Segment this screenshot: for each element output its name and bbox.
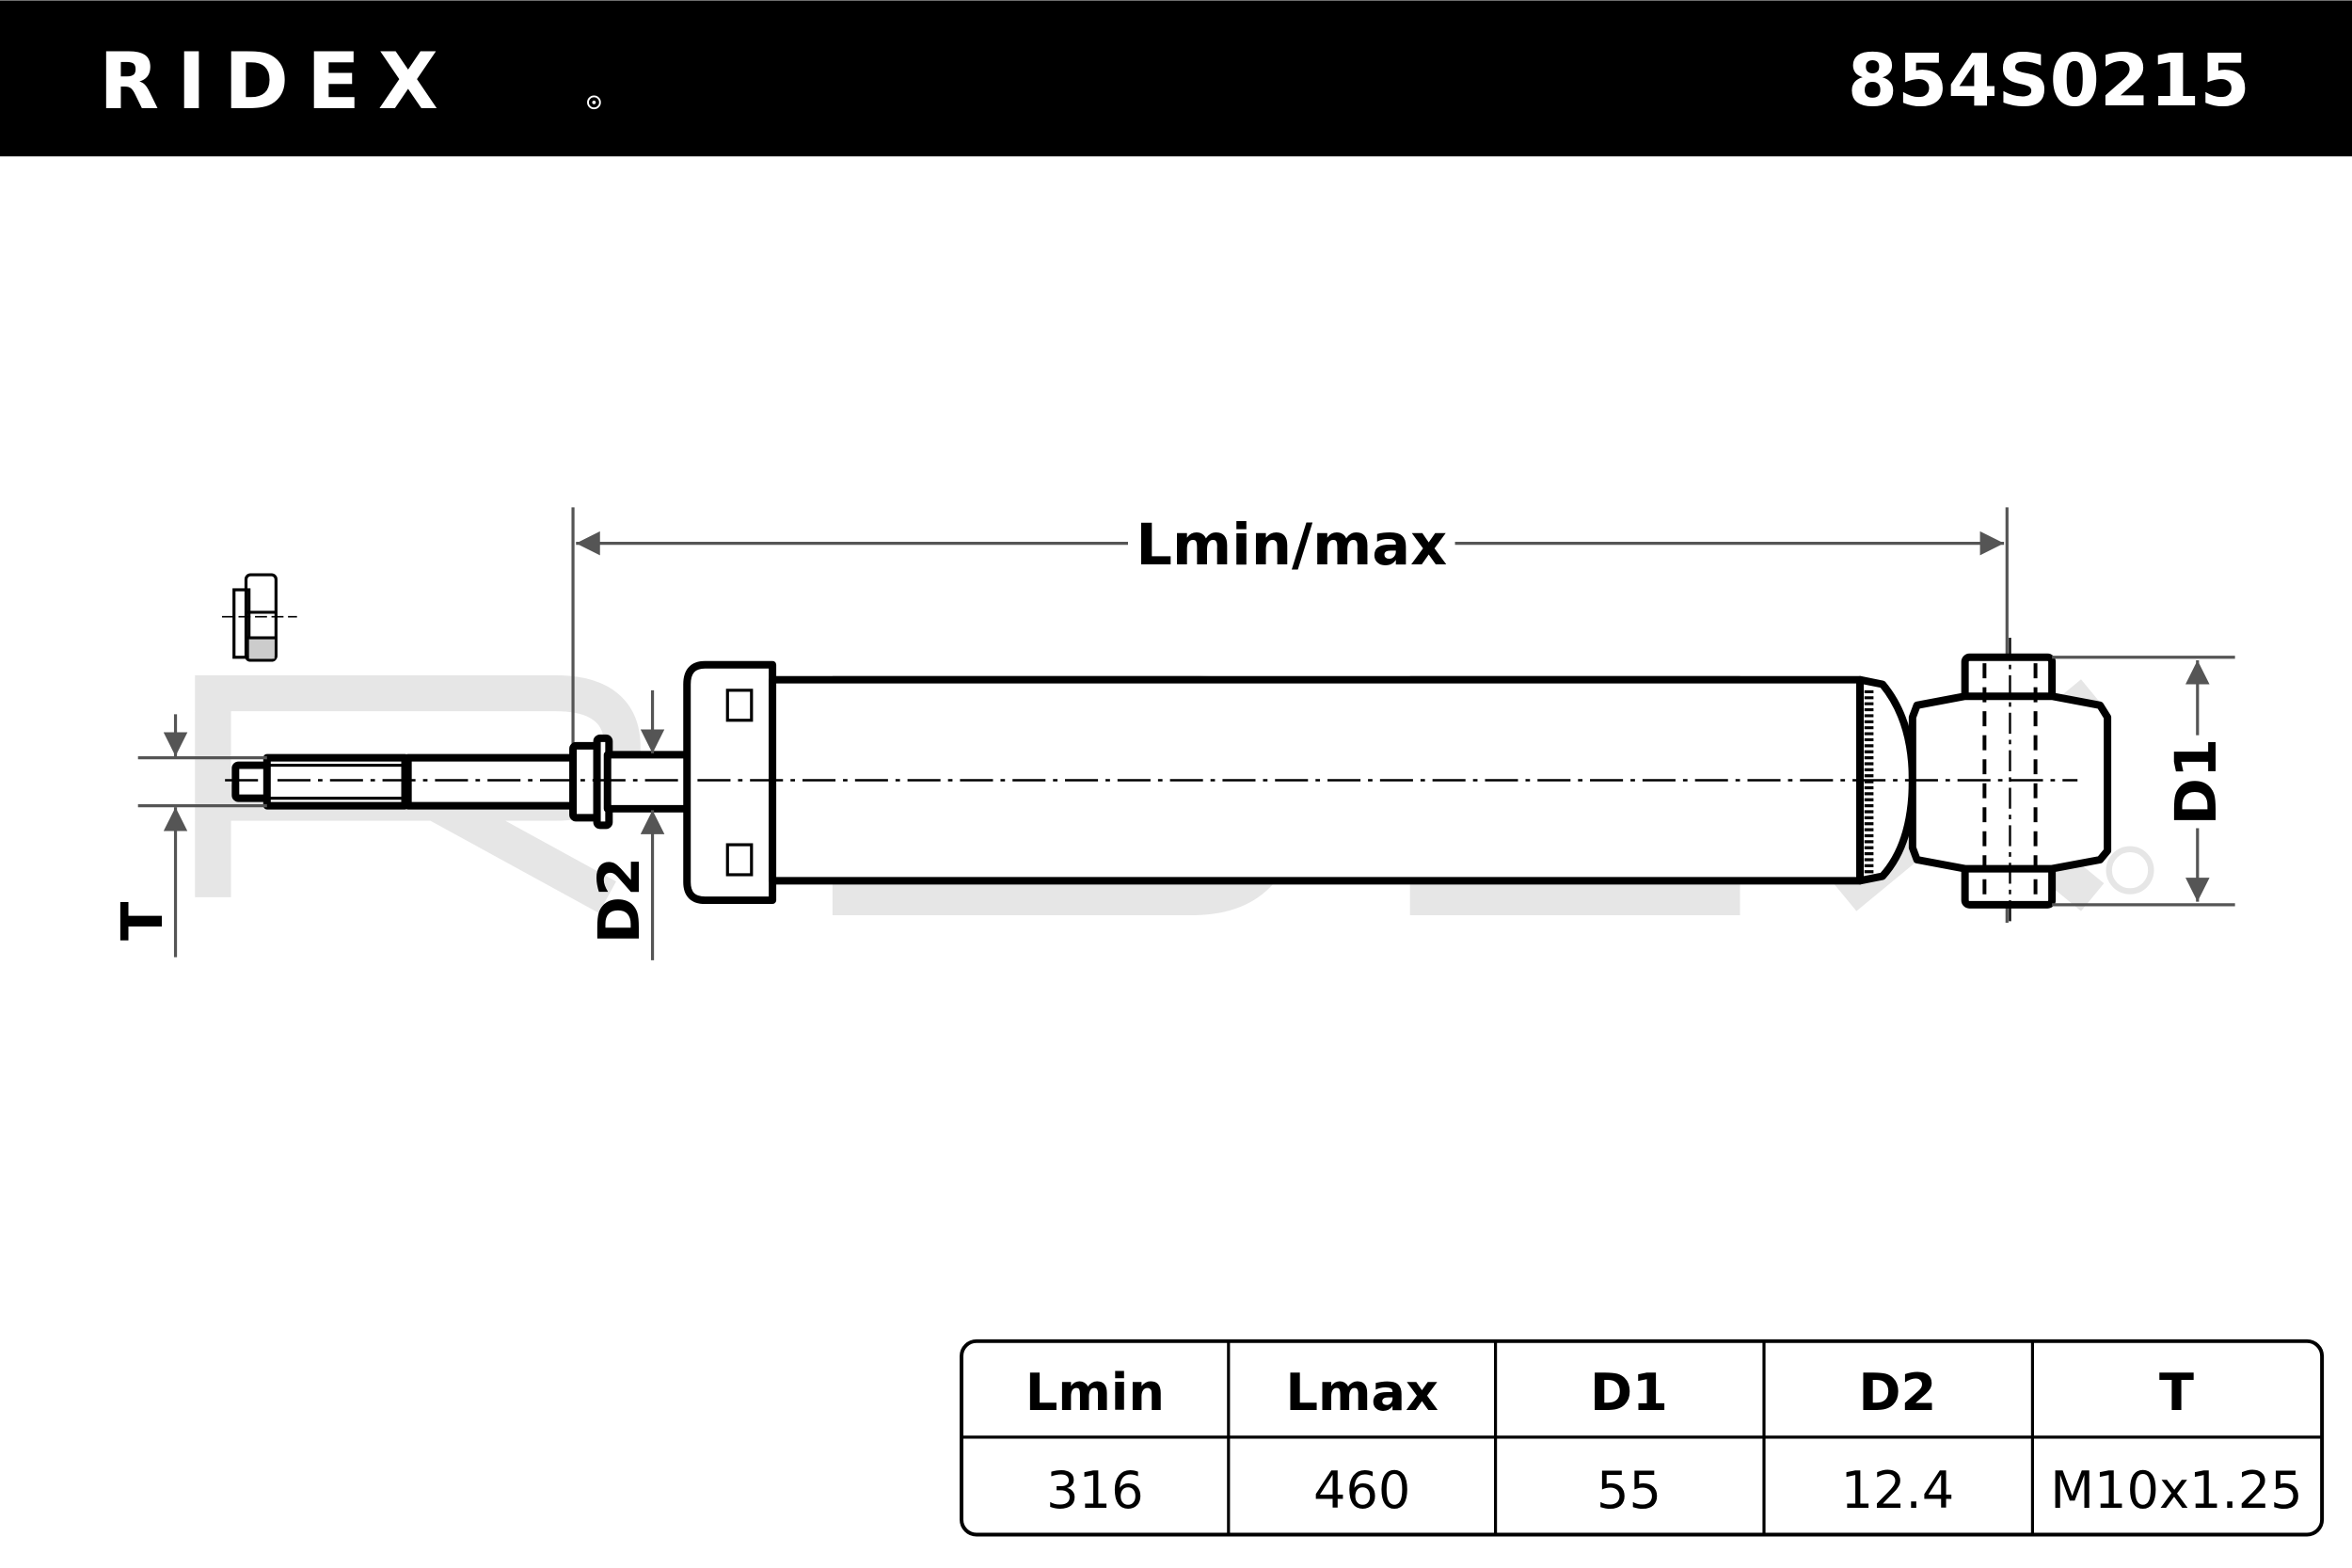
brand-logo: RIDEX (99, 36, 456, 127)
specs-table: Lmin Lmax D1 D2 T 316 460 55 12.4 M10x1.… (960, 1338, 2325, 1537)
d1-label: D1 (2164, 738, 2230, 825)
d2-dimension: D2 (587, 689, 665, 960)
table-value-lmax: 460 (1313, 1461, 1410, 1520)
table-value-t: M10x1.25 (2050, 1461, 2302, 1520)
d1-dimension: D1 (2052, 656, 2235, 907)
table-value-d1: 55 (1597, 1461, 1661, 1520)
nut-icon (221, 573, 297, 662)
header-bar: RIDEX 854S0215 (0, 0, 2352, 157)
registered-mark-icon (587, 95, 601, 110)
table-value-d2: 12.4 (1841, 1461, 1955, 1520)
length-label: Lmin/max (1136, 513, 1447, 578)
length-dimension: Lmin/max (571, 507, 2009, 923)
table-header-d1: D1 (1590, 1363, 1668, 1422)
table-header-lmax: Lmax (1285, 1363, 1438, 1422)
t-dimension: T (110, 714, 267, 958)
table-header-t: T (2159, 1363, 2194, 1422)
d2-label: D2 (587, 857, 653, 943)
part-number: 854S0215 (1848, 40, 2250, 123)
table-header-lmin: Lmin (1025, 1363, 1165, 1422)
table-value-lmin: 316 (1046, 1461, 1143, 1520)
t-label: T (110, 902, 176, 941)
shock-absorber (225, 638, 2112, 927)
watermark-registered-icon (2106, 846, 2154, 895)
table-header-d2: D2 (1859, 1363, 1937, 1422)
